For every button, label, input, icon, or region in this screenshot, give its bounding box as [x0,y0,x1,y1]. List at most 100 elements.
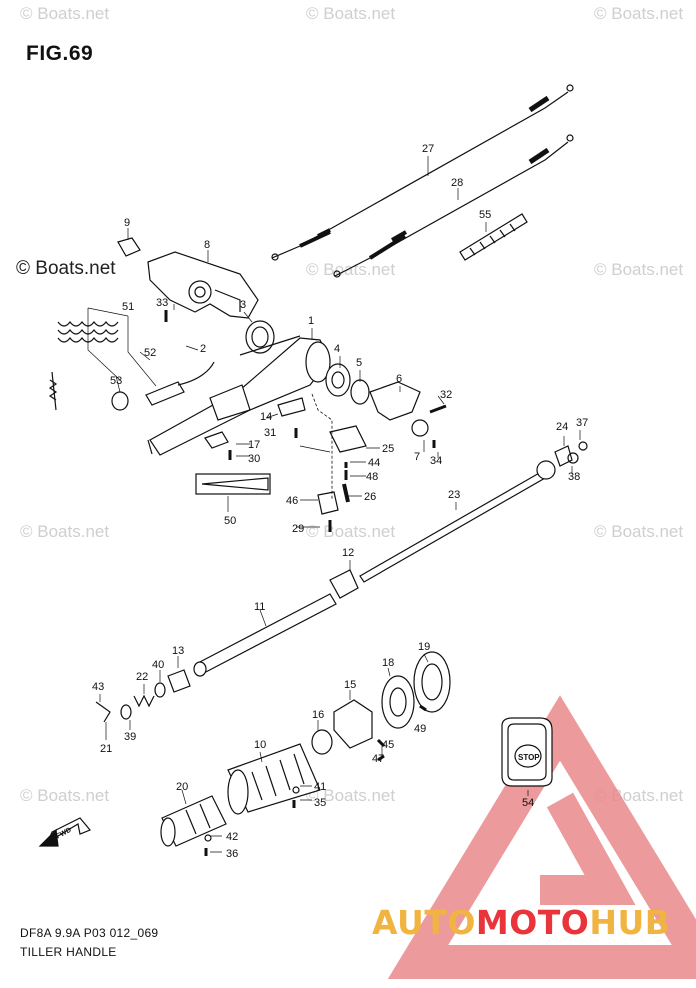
callout-38: 38 [568,471,580,483]
callout-54: 54 [522,797,534,809]
callout-14: 14 [260,411,272,423]
bracket-17 [204,431,229,449]
friction-plate-18-inner [389,687,407,717]
callout-36: 36 [226,848,238,860]
callout-12: 12 [342,547,354,559]
screws-45-47 [376,738,386,762]
model-code: DF8A 9.9A P03 012_069 [20,926,159,940]
callout-8: 8 [204,239,210,251]
shift-bracket-25 [311,393,367,532]
stop-plate-54 [501,717,553,787]
callout-52: 52 [144,347,156,359]
callout-45: 45 [382,739,394,751]
callout-4: 4 [334,343,340,355]
stop-label: STOP [518,753,540,762]
callout-25: 25 [382,443,394,455]
fwd-arrow-icon [38,817,91,847]
callout-10: 10 [254,739,266,751]
tiller-arm-1 [147,335,331,456]
callout-41: 41 [314,781,326,793]
callout-49: 49 [414,723,426,735]
watermark-dark: © Boats.net [16,258,116,279]
callout-1: 1 [308,315,314,327]
throttle-grip-10 [227,743,321,815]
gear-plate-19-inner [421,663,443,701]
watermark: © Boats.net [20,522,110,541]
callout-46: 46 [286,495,298,507]
bracket-8 [147,251,259,319]
callout-26: 26 [364,491,376,503]
callout-35: 35 [314,797,326,809]
callout-30: 30 [248,453,260,465]
gear-plate-19 [413,651,451,713]
callout-13: 13 [172,645,184,657]
callout-32: 32 [440,389,452,401]
collar-5 [350,379,370,405]
figure-title: FIG.69 [26,42,94,65]
callout-47: 47 [372,753,384,765]
callout-50: 50 [224,515,236,527]
callout-27: 27 [422,143,434,155]
bushing-3 [245,320,275,354]
washer-42 [204,834,212,842]
washer-7 [411,419,429,437]
callout-16: 16 [312,709,324,721]
collar-13 [167,669,191,693]
automotohub-wordmark: AUTOMOTOHUB [372,903,671,942]
callout-33: 33 [156,297,168,309]
pad-9 [117,237,141,257]
callout-21: 21 [100,743,112,755]
callout-53: 53 [110,375,122,387]
shaft-23 [359,441,588,583]
watermark: © Boats.net [20,786,110,805]
plate-14 [277,397,306,417]
callout-23: 23 [448,489,460,501]
callout-15: 15 [344,679,356,691]
watermark: © Boats.net [20,4,110,23]
callout-19: 19 [418,641,430,653]
callout-40: 40 [152,659,164,671]
callout-22: 22 [136,671,148,683]
callout-48: 48 [366,471,378,483]
watermark: © Boats.net [306,260,396,279]
screw-49 [419,704,427,712]
pin-43 [95,701,111,723]
callout-51: 51 [122,301,134,313]
diagram-name: TILLER HANDLE [20,945,117,959]
callout-18: 18 [382,657,394,669]
friction-block-6 [369,381,421,421]
cap-15 [333,699,373,749]
watermark: © Boats.net [306,4,396,23]
stop-switch-lanyard-51 [48,321,215,411]
callout-55: 55 [479,209,491,221]
callout-17: 17 [248,439,260,451]
callout-9: 9 [124,217,130,229]
callout-42: 42 [226,831,238,843]
friction-plate-18 [381,675,415,729]
collar-16 [311,729,333,755]
leader-lines [87,156,581,853]
callout-29: 29 [292,523,304,535]
washer-40 [154,682,166,698]
callout-2: 2 [200,343,206,355]
watermark: © Boats.net [306,522,396,541]
callout-5: 5 [356,357,362,369]
callout-43: 43 [92,681,104,693]
bolt-32 [429,404,447,414]
callout-28: 28 [451,177,463,189]
throttle-shaft-11 [193,569,359,677]
callout-44: 44 [368,457,380,469]
watermark: © Boats.net [306,786,396,805]
callout-3: 3 [240,299,246,311]
throttle-cable-27 [271,84,574,261]
watermark: © Boats.net [594,4,684,23]
callout-24: 24 [556,421,568,433]
washer-39 [120,704,132,720]
callout-numbers: 27 28 55 9 8 3 1 51 33 2 52 53 4 5 6 32 … [92,143,588,860]
callout-20: 20 [176,781,188,793]
callout-11: 11 [254,601,265,613]
callout-7: 7 [414,451,420,463]
